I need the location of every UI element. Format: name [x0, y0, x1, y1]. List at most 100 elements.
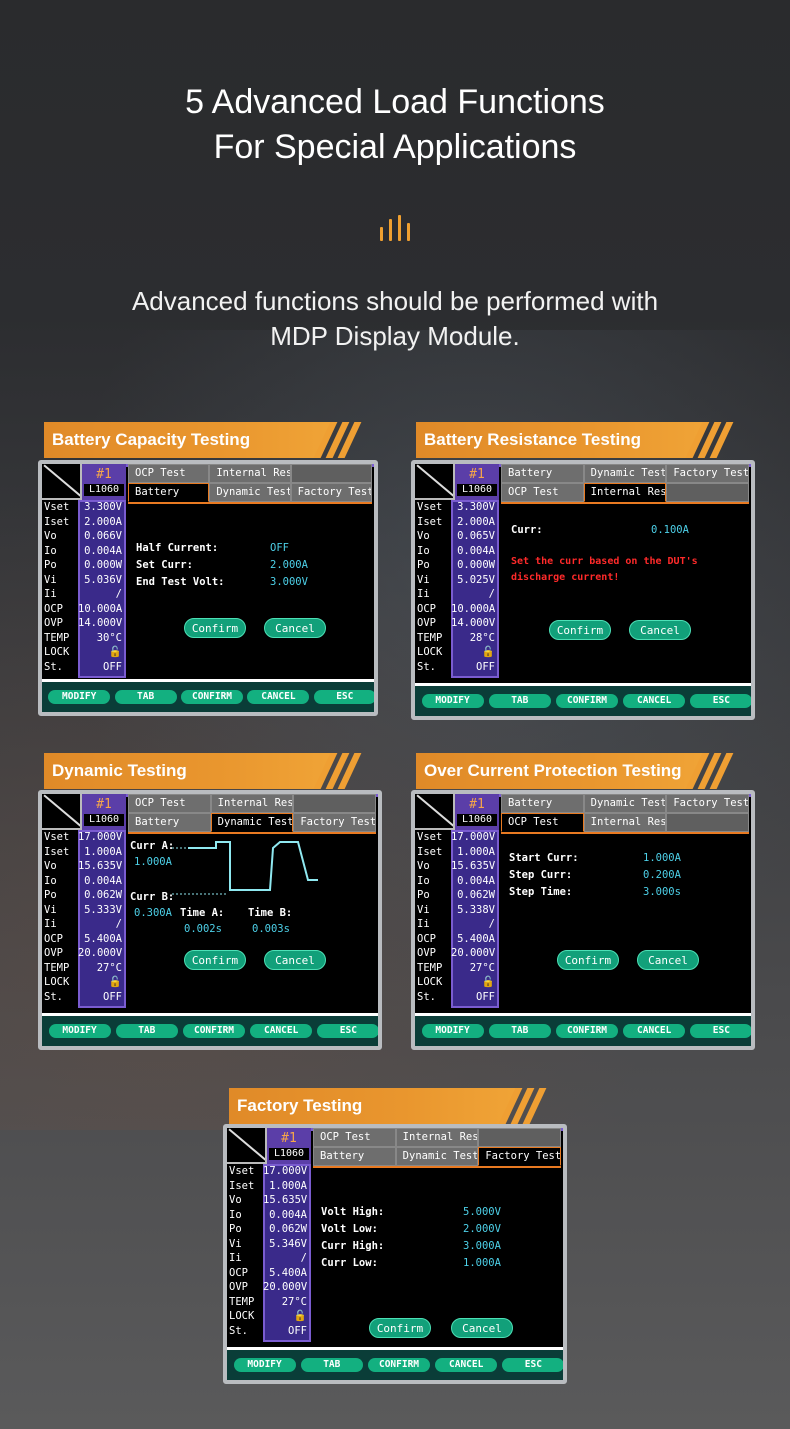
tab-battery[interactable]: Battery — [501, 464, 584, 483]
tab-ocp-test[interactable]: OCP Test — [313, 1128, 396, 1147]
param-value: 0.004A — [457, 544, 495, 557]
tab-internal-resis[interactable]: Internal Resis — [210, 794, 294, 813]
cancel-button[interactable]: Cancel — [637, 950, 699, 970]
subtitle-line-1: Advanced functions should be performed w… — [131, 286, 659, 316]
fkey-cancel[interactable]: CANCEL — [250, 1024, 313, 1038]
field-value[interactable]: 3.000s — [643, 886, 681, 898]
field-value[interactable]: 5.000V — [463, 1206, 501, 1218]
device-model: L1060 — [457, 484, 497, 496]
param-label: Io — [44, 874, 57, 887]
banner-stripes — [313, 422, 364, 458]
param-value: 0.065V — [457, 530, 495, 542]
fkey-modify[interactable]: MODIFY — [421, 1024, 484, 1038]
param-value: 0.000W — [457, 559, 495, 571]
fkey-esc[interactable]: ESC — [313, 690, 374, 704]
fkey-tab[interactable]: TAB — [115, 1024, 178, 1038]
tab-factory-test[interactable]: Factory Test — [666, 794, 750, 813]
fkey-confirm[interactable]: CONFIRM — [368, 1358, 430, 1372]
confirm-button[interactable]: Confirm — [184, 950, 246, 970]
field-value[interactable]: 1.000A — [643, 852, 681, 864]
tab-ocp-test[interactable]: OCP Test — [128, 464, 210, 483]
tab-dynamic-test[interactable]: Dynamic Test — [210, 813, 294, 832]
fkey-confirm[interactable]: CONFIRM — [556, 694, 618, 708]
fkey-modify[interactable]: MODIFY — [48, 1024, 111, 1038]
tab-internal-resis[interactable]: Internal Resis — [395, 1128, 479, 1147]
fkey-confirm[interactable]: CONFIRM — [181, 690, 243, 704]
fkey-esc[interactable]: ESC — [502, 1358, 563, 1372]
curr-a-value[interactable]: 1.000A — [134, 856, 172, 868]
fkey-cancel[interactable]: CANCEL — [435, 1358, 498, 1372]
tab-ocp-test[interactable]: OCP Test — [501, 813, 584, 832]
fkey-tab[interactable]: TAB — [114, 690, 177, 704]
tab-ocp-test[interactable]: OCP Test — [501, 483, 584, 502]
device-number: #1 — [96, 467, 112, 482]
tab-battery[interactable]: Battery — [128, 813, 211, 832]
time-b-value[interactable]: 0.003s — [252, 923, 290, 935]
tab-factory-test[interactable]: Factory Test — [293, 813, 377, 832]
param-value: 1.000A — [269, 1179, 307, 1192]
page-subtitle: Advanced functions should be performed w… — [0, 284, 790, 354]
tab-factory-test[interactable]: Factory Test — [478, 1147, 562, 1166]
fkey-tab[interactable]: TAB — [488, 1024, 551, 1038]
param-row: Ii/ — [415, 587, 497, 602]
field-value[interactable]: 2.000V — [463, 1223, 501, 1235]
section-banner-ocp: Over Current Protection Testing — [416, 753, 706, 789]
fkey-tab[interactable]: TAB — [300, 1358, 363, 1372]
curr-b-value[interactable]: 0.300A — [134, 907, 172, 919]
fkey-confirm[interactable]: CONFIRM — [556, 1024, 618, 1038]
tab-dynamic-test[interactable]: Dynamic Test — [583, 794, 667, 813]
fkey-modify[interactable]: MODIFY — [48, 690, 111, 704]
fkey-tab[interactable]: TAB — [488, 694, 551, 708]
fkey-esc[interactable]: ESC — [317, 1024, 378, 1038]
field-value[interactable]: 3.000V — [270, 576, 308, 588]
tab-dynamic-test[interactable]: Dynamic Test — [583, 464, 667, 483]
tab-internal-resis[interactable]: Internal Resis — [583, 483, 667, 502]
field-value[interactable]: 3.000A — [463, 1240, 501, 1252]
fkey-cancel[interactable]: CANCEL — [623, 1024, 686, 1038]
tab-battery[interactable]: Battery — [501, 794, 584, 813]
field-value[interactable]: 0.200A — [643, 869, 681, 881]
param-value: 5.333V — [84, 903, 122, 916]
field-value[interactable]: OFF — [270, 542, 289, 554]
param-row: Ii/ — [42, 917, 124, 932]
tab-battery[interactable]: Battery — [313, 1147, 396, 1166]
tab-factory-test[interactable]: Factory Test — [290, 483, 372, 502]
fkey-confirm[interactable]: CONFIRM — [183, 1024, 245, 1038]
values-column — [78, 830, 126, 1008]
tab-internal-resis[interactable]: Internal Resis — [209, 464, 291, 483]
fkey-esc[interactable]: ESC — [690, 694, 751, 708]
confirm-button[interactable]: Confirm — [369, 1318, 431, 1338]
tab-factory-test[interactable]: Factory Test — [666, 464, 750, 483]
device-number: #1 — [469, 797, 485, 812]
fkey-modify[interactable]: MODIFY — [421, 694, 484, 708]
fkey-modify[interactable]: MODIFY — [233, 1358, 296, 1372]
param-value: 17.000V — [78, 831, 123, 843]
cancel-button[interactable]: Cancel — [264, 618, 326, 638]
param-value: 15.635V — [451, 860, 496, 872]
cancel-button[interactable]: Cancel — [264, 950, 326, 970]
confirm-button[interactable]: Confirm — [557, 950, 619, 970]
param-label: TEMP — [44, 631, 70, 644]
tab-internal-resis[interactable]: Internal Resis — [583, 813, 667, 832]
tab-dynamic-test[interactable]: Dynamic Test — [209, 483, 291, 502]
fkey-cancel[interactable]: CANCEL — [623, 694, 686, 708]
time-a-value[interactable]: 0.002s — [184, 923, 222, 935]
confirm-button[interactable]: Confirm — [184, 618, 246, 638]
tab-battery[interactable]: Battery — [128, 483, 210, 502]
cancel-button[interactable]: Cancel — [451, 1318, 513, 1338]
tab-dynamic-test[interactable]: Dynamic Test — [395, 1147, 479, 1166]
confirm-button[interactable]: Confirm — [549, 620, 611, 640]
cancel-button[interactable]: Cancel — [629, 620, 691, 640]
fkey-esc[interactable]: ESC — [690, 1024, 751, 1038]
field-value[interactable]: 2.000A — [270, 559, 308, 571]
fkey-cancel[interactable]: CANCEL — [247, 690, 310, 704]
field-value[interactable]: 1.000A — [463, 1257, 501, 1269]
section-banner-battery_capacity: Battery Capacity Testing — [44, 422, 334, 458]
tab-ocp-test[interactable]: OCP Test — [128, 794, 211, 813]
curr-value[interactable]: 0.100A — [651, 524, 689, 536]
